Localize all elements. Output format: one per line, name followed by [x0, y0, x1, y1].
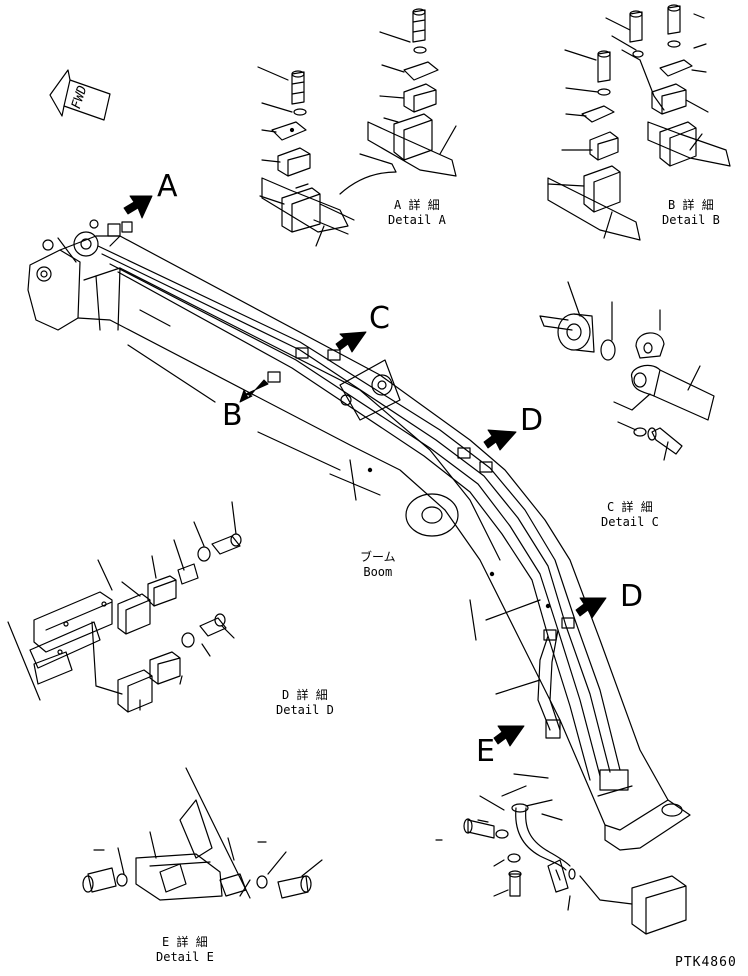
boom-en: Boom: [363, 565, 393, 579]
detail-d-caption: D 詳 細 Detail D: [276, 688, 334, 718]
boom-body: [27, 231, 691, 851]
callout-e: E: [476, 734, 495, 769]
detail-a-drawing: [257, 8, 457, 247]
detail-c-jp: C 詳 細: [607, 500, 653, 514]
detail-e-caption: E 詳 細 Detail E: [156, 935, 214, 965]
boom-jp: ブーム: [360, 550, 396, 564]
detail-e-jp: E 詳 細: [162, 935, 208, 949]
detail-b-jp: B 詳 細: [668, 198, 714, 212]
detail-a-en: Detail A: [388, 213, 446, 227]
detail-a-caption: A 詳 細 Detail A: [388, 198, 446, 228]
arrow-d1-icon: [483, 429, 517, 451]
drawing-code: PTK4860: [675, 955, 737, 970]
boom-caption: ブーム Boom: [360, 550, 396, 580]
detail-e-en: Detail E: [156, 950, 214, 964]
callout-b: B: [222, 398, 243, 433]
detail-d-drawing: [7, 501, 242, 713]
detail-b-en: Detail B: [662, 213, 720, 227]
arrow-d2-icon: [575, 597, 607, 619]
detail-c-en: Detail C: [601, 515, 659, 529]
detail-d-jp: D 詳 細: [282, 688, 328, 702]
callout-a: A: [157, 169, 178, 204]
detail-d-en: Detail D: [276, 703, 334, 717]
arrow-b-icon: [239, 379, 269, 403]
arrow-c-icon: [335, 331, 367, 353]
detail-c-caption: C 詳 細 Detail C: [601, 500, 659, 530]
detail-b-drawing: [547, 4, 731, 241]
detail-e-drawing: [82, 767, 687, 935]
callout-d2: D: [620, 579, 644, 614]
callout-d1: D: [520, 403, 544, 438]
detail-b-caption: B 詳 細 Detail B: [662, 198, 720, 228]
arrow-a-icon: [123, 195, 153, 219]
detail-c-drawing: [539, 281, 715, 461]
arrow-e-icon: [493, 725, 525, 747]
callout-c: C: [369, 301, 390, 336]
fwd-arrow-icon: [49, 69, 111, 121]
hydraulic-lines: [42, 219, 633, 797]
detail-a-jp: A 詳 細: [394, 198, 440, 212]
